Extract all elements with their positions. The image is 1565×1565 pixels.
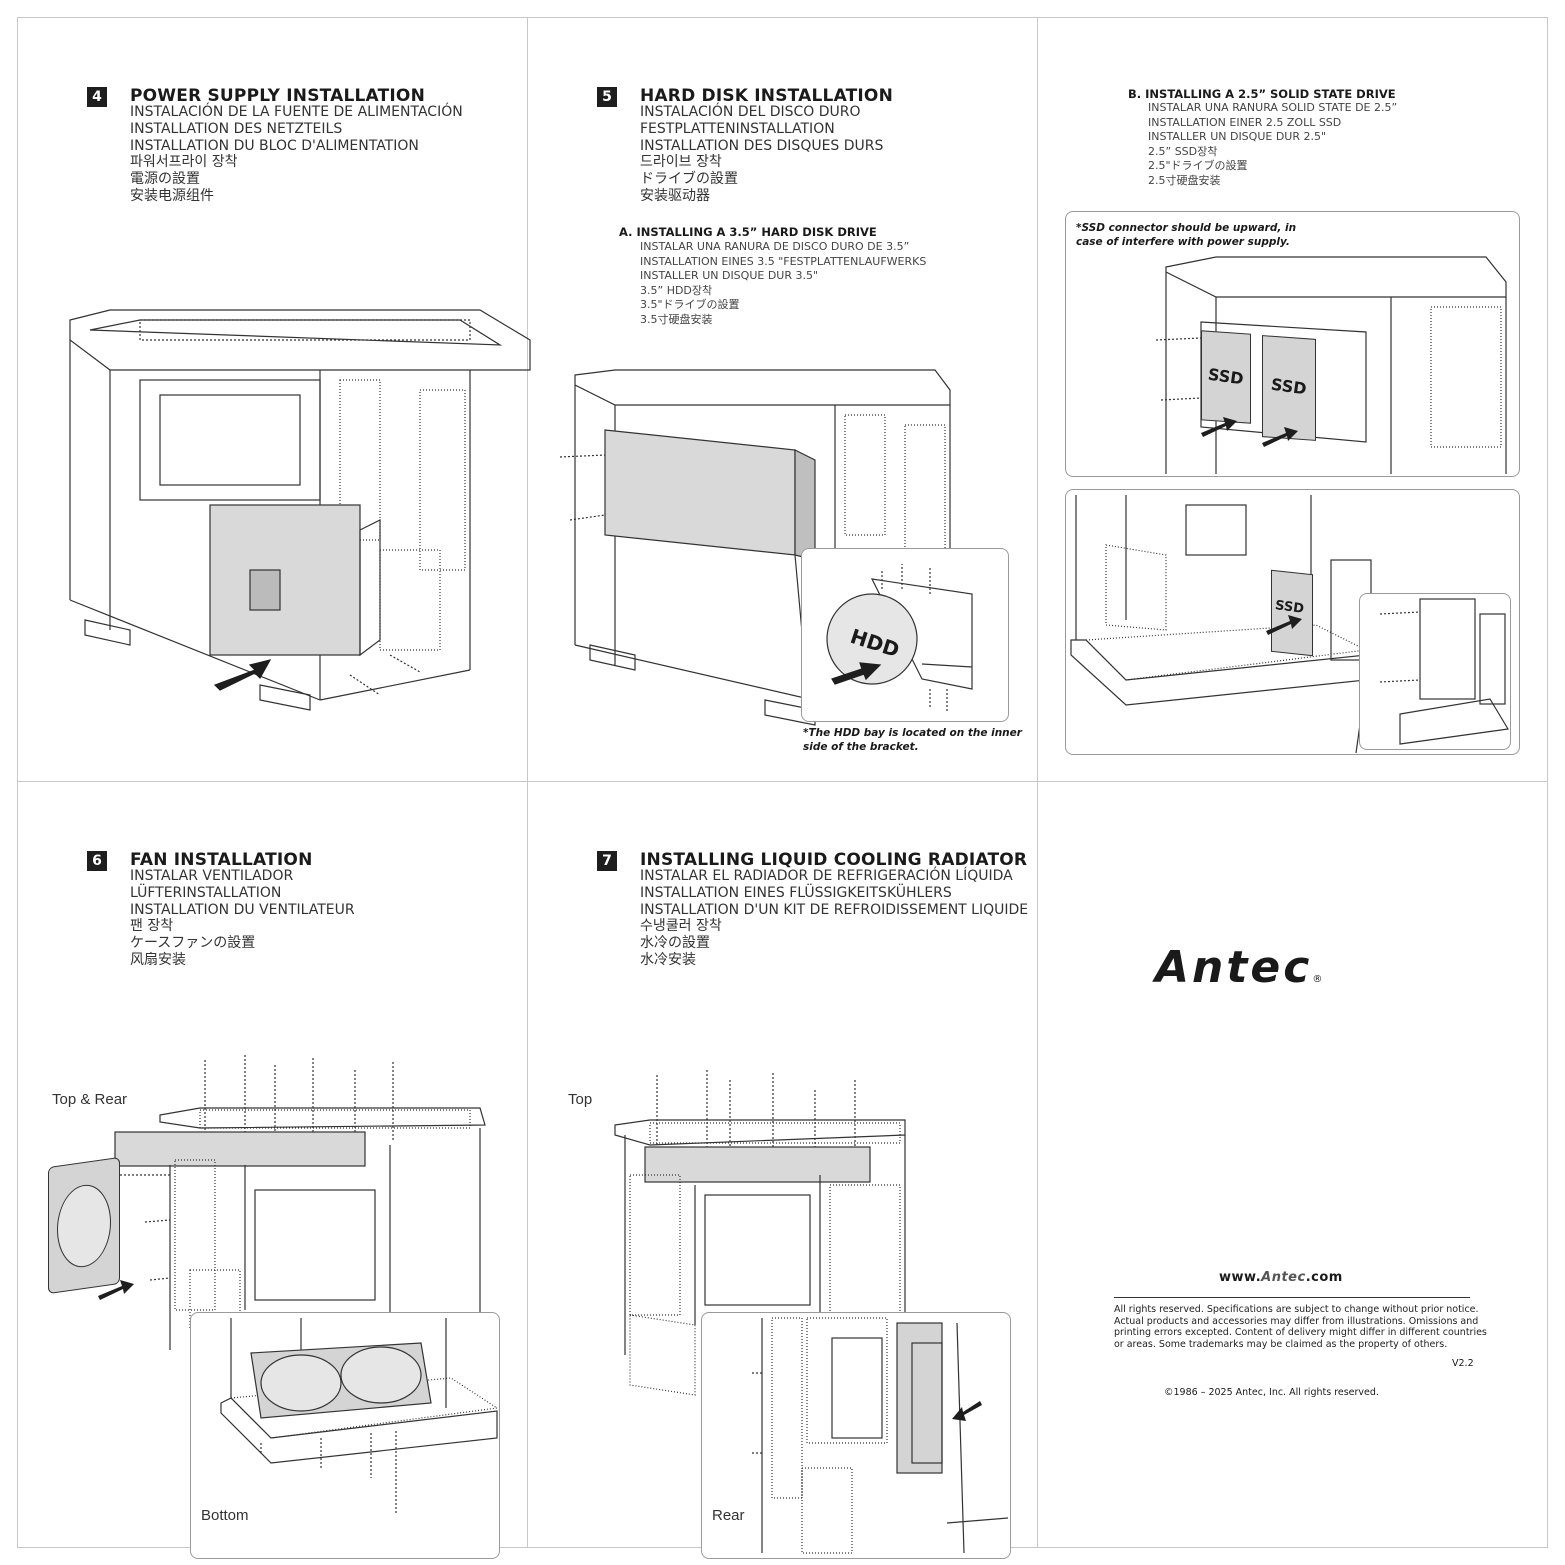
part-a-title: A. INSTALLING A 3.5” HARD DISK DRIVE [619, 225, 877, 239]
rear-fan [48, 1156, 120, 1295]
antec-logo: Antec® [1155, 942, 1323, 993]
legal-text: All rights reserved. Specifications are … [1114, 1304, 1487, 1350]
section-title: INSTALLING LIQUID COOLING RADIATOR [640, 850, 1028, 870]
fan-bottom-illustration [220, 1318, 499, 1513]
section-title: POWER SUPPLY INSTALLATION [130, 86, 425, 106]
column-divider [1037, 17, 1038, 1548]
arrow-icon [98, 1280, 134, 1300]
column-divider [527, 17, 528, 1548]
hdd-case-illustration [559, 369, 951, 726]
title-translations: INSTALACIÓN DE LA FUENTE DE ALIMENTACIÓN… [130, 104, 463, 204]
step-number-badge: 5 [597, 87, 617, 107]
website-link[interactable]: www.Antec.com [1219, 1270, 1343, 1285]
ssd-case-illustration [1155, 256, 1507, 474]
section-title: HARD DISK INSTALLATION [640, 86, 894, 106]
fan-case-illustration [114, 1055, 486, 1350]
part-a-translations: INSTALAR UNA RANURA DE DISCO DURO DE 3.5… [640, 240, 927, 326]
legal-divider [1114, 1297, 1470, 1298]
radiator-rear-illustration [752, 1317, 1009, 1554]
hdd-detail-inset: HDD [801, 548, 1009, 722]
part-b-translations: INSTALAR UNA RANURA SOLID STATE DE 2.5” … [1148, 101, 1398, 187]
title-translations: INSTALAR EL RADIADOR DE REFRIGERACIÓN LÍ… [640, 868, 1029, 968]
step-number-badge: 7 [597, 851, 617, 871]
view-label-top-rear: Top & Rear [52, 1091, 128, 1108]
psu-case-illustration [69, 309, 531, 711]
arrow-icon [952, 1401, 982, 1421]
hdd-note: *The HDD bay is located on the inner sid… [803, 727, 1022, 753]
radiator-case-illustration [614, 1070, 906, 1396]
view-label-top: Top [568, 1091, 593, 1108]
title-translations: INSTALAR VENTILADOR LÜFTERINSTALLATION I… [130, 868, 355, 968]
ssd-panel-bottom: SSD [1065, 489, 1520, 755]
step-number-badge: 4 [87, 87, 107, 107]
view-label-rear: Rear [712, 1507, 745, 1524]
ssd-bay-detail [1379, 598, 1509, 745]
arrow-icon [1266, 615, 1302, 635]
part-b-title: B. INSTALLING A 2.5” SOLID STATE DRIVE [1128, 87, 1396, 101]
section-title: FAN INSTALLATION [130, 850, 313, 870]
view-label-bottom: Bottom [201, 1507, 249, 1524]
arrow-icon [1201, 417, 1237, 437]
fan-bottom-inset: Bottom [190, 1312, 500, 1559]
hdd-drive-detail [826, 564, 973, 711]
ssd-note: *SSD connector should be upward, in case… [1076, 222, 1297, 248]
copyright: ©1986 – 2025 Antec, Inc. All rights rese… [1164, 1387, 1379, 1398]
ssd-panel-top: *SSD connector should be upward, in case… [1065, 211, 1520, 477]
step-number-badge: 6 [87, 851, 107, 871]
arrow-icon [1262, 427, 1298, 447]
ssd-detail-inset [1359, 593, 1511, 750]
title-translations: INSTALACIÓN DEL DISCO DURO FESTPLATTENIN… [640, 104, 884, 204]
row-divider [17, 781, 1548, 782]
version-label: V2.2 [1452, 1358, 1474, 1369]
fan-blades-icon [57, 1181, 111, 1271]
radiator-rear-inset: Rear [701, 1312, 1011, 1559]
